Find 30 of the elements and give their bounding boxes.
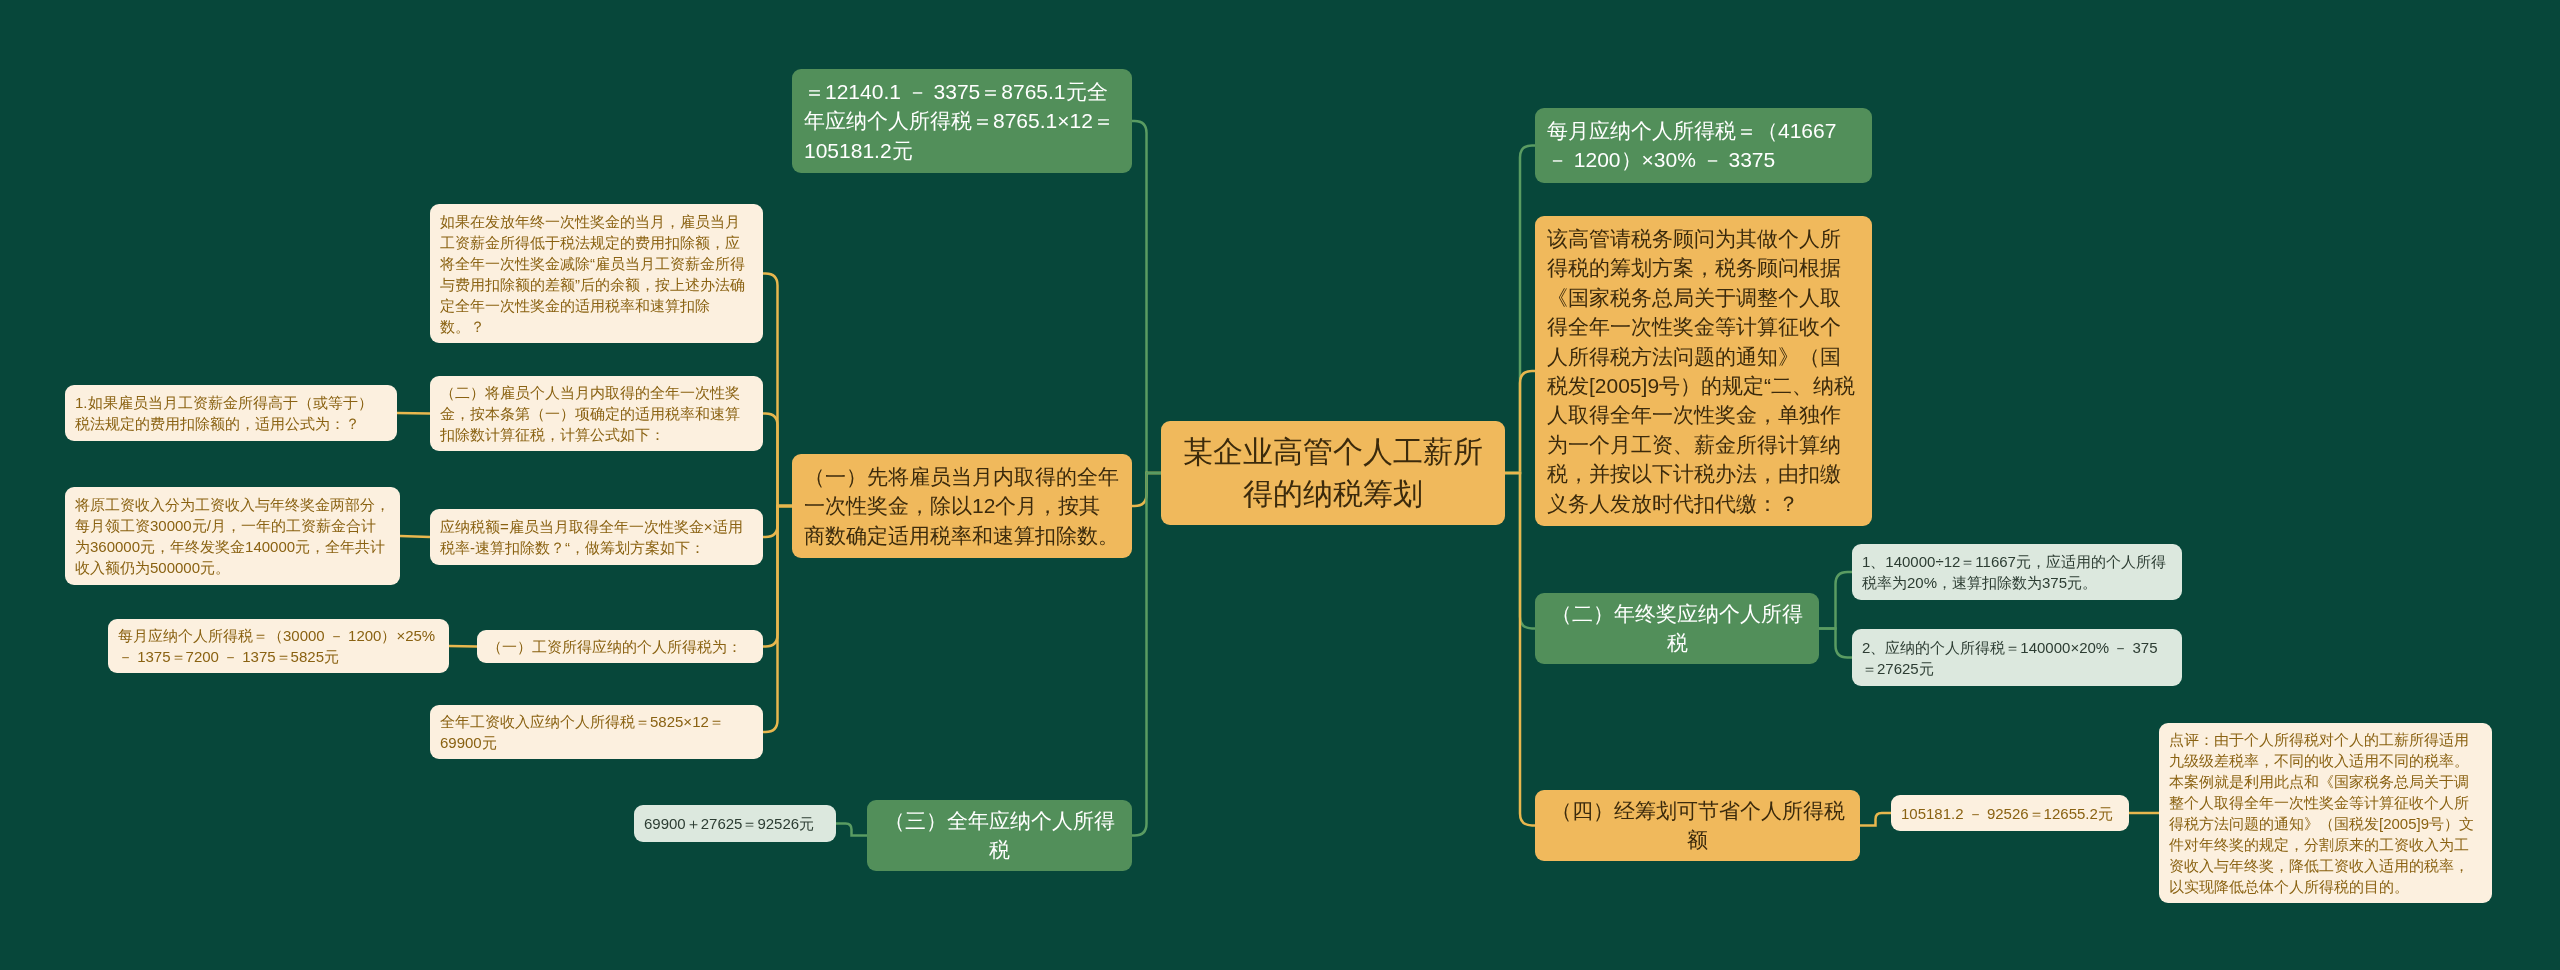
topic-box: （一）先将雇员当月内取得的全年一次性奖金，除以12个月，按其商数确定适用税率和速算扣除数。	[792, 454, 1132, 559]
connector-line	[763, 504, 792, 734]
topic-box: （二）年终奖应纳个人所得税	[1535, 593, 1819, 664]
note-box: 每月应纳个人所得税＝（30000 － 1200）×25% － 1375＝7200 － 1375＝5825元	[108, 619, 449, 673]
topic-box: （四）经筹划可节省个人所得税额	[1535, 790, 1860, 861]
note-box: 全年工资收入应纳个人所得税＝5825×12＝69900元	[430, 705, 763, 759]
note-box: （二）将雇员个人当月内取得的全年一次性奖金，按本条第（一）项确定的适用税率和速算扣除数计算征税，计算公式如下：	[430, 376, 763, 451]
connector-line	[2129, 811, 2159, 815]
connector-line	[399, 534, 431, 539]
topic-box: 每月应纳个人所得税＝（41667 － 1200）×30% － 3375	[1535, 108, 1872, 183]
connector-line	[1819, 627, 1852, 659]
topic-box: ＝12140.1 － 3375＝8765.1元全年应纳个人所得税＝8765.1×12＝105181.2元	[792, 69, 1132, 174]
note-box: 将原工资收入分为工资收入与年终奖金两部分，每月领工资30000元/月，一年的工资薪金合计为360000元，年终发奖金140000元，全年共计收入额仍为500000元。	[65, 487, 400, 585]
note-box: （一）工资所得应纳的个人所得税为：	[477, 630, 763, 663]
note-box: 1、140000÷12＝11667元，应适用的个人所得税率为20%，速算扣除数为375元。	[1852, 544, 2182, 600]
note-box: 2、应纳的个人所得税＝140000×20% － 375＝27625元	[1852, 629, 2182, 686]
note-box: 1.如果雇员当月工资薪金所得高于（或等于）税法规定的费用扣除额的，适用公式为：？	[65, 385, 397, 441]
connector-line	[448, 644, 478, 648]
note-box: 69900＋27625＝92526元	[634, 805, 836, 842]
note-box: 如果在发放年终一次性奖金的当月，雇员当月工资薪金所得低于税法规定的费用扣除额，应将全年一次性奖金减除“雇员当月工资薪金所得与费用扣除额的差额”后的余额，按上述办法确定全年一次性奖金的适用税率和速算扣除数。？	[430, 204, 763, 343]
note-box: 点评：由于个人所得税对个人的工薪所得适用九级级差税率，不同的收入适用不同的税率。本案例就是利用此点和《国家税务总局关于调整个人取得全年一次性奖金等计算征收个人所得税方法问题的通知》（国税发[2005]9号）文件对年终奖的规定，分割原来的工资收入为工资收入与年终奖，降低工资收入适用的税率，以实现降低总体个人所得税的目的。	[2159, 723, 2492, 903]
connector-line	[1860, 811, 1891, 827]
topic-box: （三）全年应纳个人所得税	[867, 800, 1132, 871]
topic-box: 该高管请税务顾问为其做个人所得税的筹划方案，税务顾问根据《国家税务总局关于调整个人取得全年一次性奖金等计算征收个人所得税方法问题的通知》（国税发[2005]9号）的规定“二、纳税人取得全年一次性奖金，单独作为一个月工资、薪金所得计算纳税，并按以下计税办法，由扣缴义务人发放时代扣代缴：？	[1535, 216, 1872, 526]
note-box: 应纳税额=雇员当月取得全年一次性奖金×适用税率-速算扣除数？“，做筹划方案如下：	[430, 509, 763, 565]
connector-line	[397, 411, 430, 415]
topic-box: 某企业高管个人工薪所得的纳税筹划	[1161, 421, 1505, 525]
note-box: 105181.2 － 92526＝12655.2元	[1891, 795, 2129, 831]
connector-line	[836, 822, 867, 837]
connector-line	[1131, 471, 1161, 837]
